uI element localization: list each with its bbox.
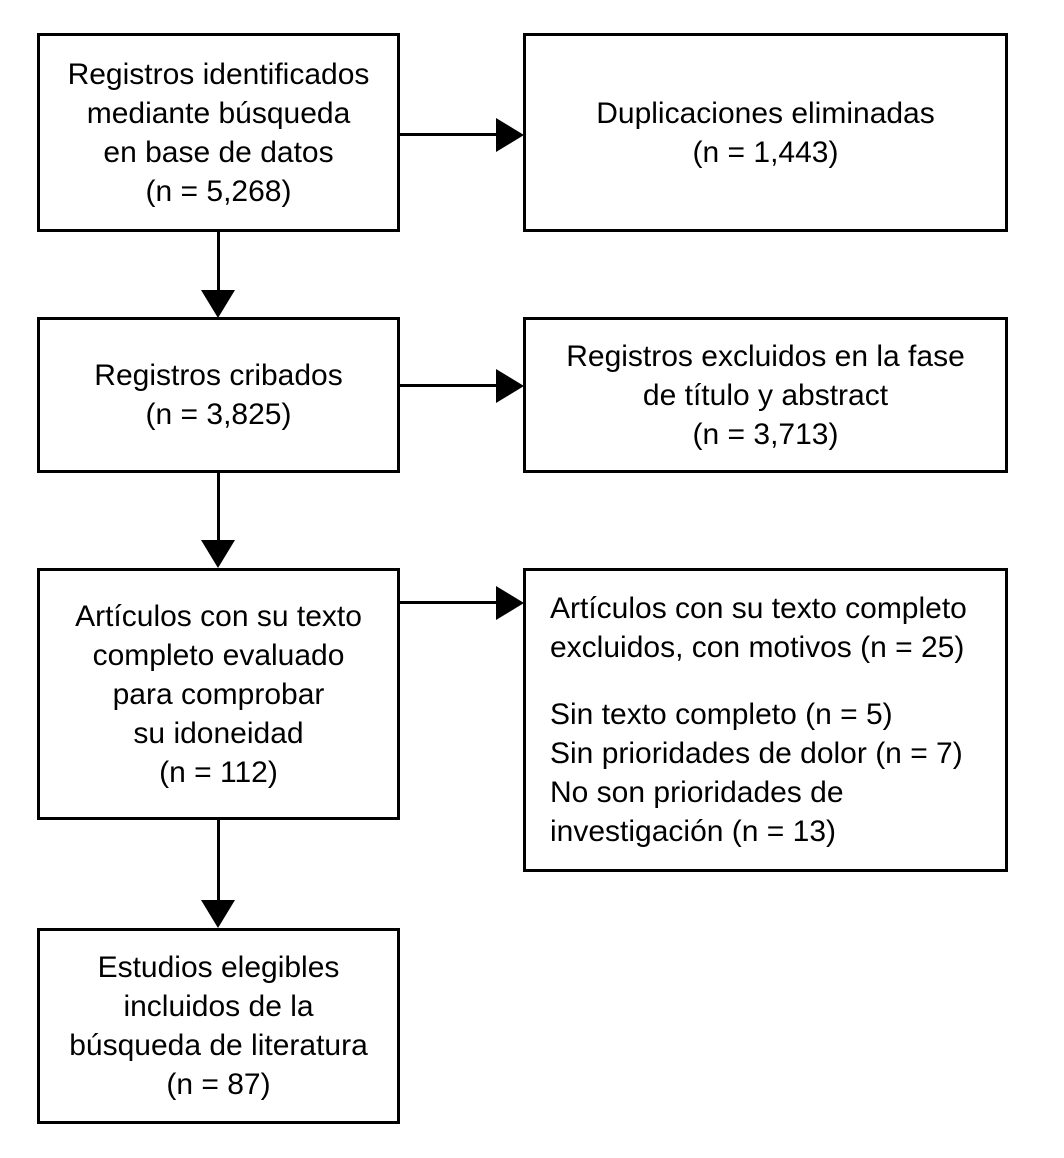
arrow-right-icon	[496, 118, 524, 152]
box-text-line: búsqueda de literatura	[69, 1029, 368, 1062]
box-count-line: (n = 3,825)	[145, 398, 292, 431]
box-excluded-title-abstract: Registros excluidos en la fase de título…	[523, 317, 1008, 473]
box-text-line: Estudios elegibles	[97, 951, 340, 984]
box-text-line: en base de datos	[103, 135, 334, 169]
box-reason-line: investigación (n = 13)	[550, 815, 836, 848]
box-heading-line: Artículos con su texto completo	[550, 592, 967, 625]
connector-fulltext-to-included	[217, 820, 220, 902]
arrow-right-icon	[496, 586, 524, 620]
box-reason-line: Sin prioridades de dolor (n = 7)	[550, 737, 963, 770]
box-text-line: mediante búsqueda	[86, 96, 351, 130]
arrow-down-icon	[201, 540, 235, 568]
arrow-down-icon	[201, 900, 235, 928]
box-records-screened: Registros cribados (n = 3,825)	[37, 317, 400, 473]
box-count-line: (n = 3,713)	[692, 417, 839, 451]
box-text-line: completo evaluado	[92, 638, 345, 672]
box-records-identified: Registros identificados mediante búsqued…	[37, 33, 400, 232]
box-text-line: de título y abstract	[642, 378, 889, 412]
box-text-line: Registros cribados	[94, 359, 343, 392]
arrow-down-icon	[201, 290, 235, 318]
box-text-line: incluidos de la	[123, 990, 314, 1023]
box-text-line: Registros excluidos en la fase	[566, 339, 965, 373]
box-fulltext-assessed: Artículos con su texto completo evaluado…	[37, 568, 400, 820]
box-duplicates-removed: Duplicaciones eliminadas (n = 1,443)	[523, 33, 1008, 232]
connector-screened-to-fulltext	[217, 473, 220, 541]
box-count-line: (n = 112)	[159, 755, 278, 789]
box-reason-line: Sin texto completo (n = 5)	[550, 698, 893, 731]
box-text-line: Registros identificados	[67, 57, 370, 91]
box-count-line: (n = 5,268)	[145, 174, 292, 208]
box-text-line: Artículos con su texto	[75, 599, 362, 633]
connector-screened-to-excluded-ta	[400, 384, 498, 387]
box-reason-line: No son prioridades de	[550, 776, 844, 809]
connector-identified-to-duplicates	[400, 133, 498, 136]
box-text-line: Duplicaciones eliminadas	[596, 96, 935, 130]
connector-fulltext-to-excluded-ft	[400, 601, 498, 604]
box-count-line: (n = 87)	[166, 1068, 271, 1101]
box-studies-included: Estudios elegibles incluidos de la búsqu…	[37, 928, 400, 1124]
box-text-line: para comprobar	[112, 677, 325, 711]
arrow-right-icon	[496, 369, 524, 403]
box-heading-line: excluidos, con motivos (n = 25)	[550, 631, 965, 664]
connector-identified-to-screened	[217, 232, 220, 292]
box-fulltext-excluded: Artículos con su texto completo excluido…	[523, 568, 1008, 872]
box-count-line: (n = 1,443)	[692, 135, 839, 169]
box-text-line: su idoneidad	[133, 716, 304, 750]
